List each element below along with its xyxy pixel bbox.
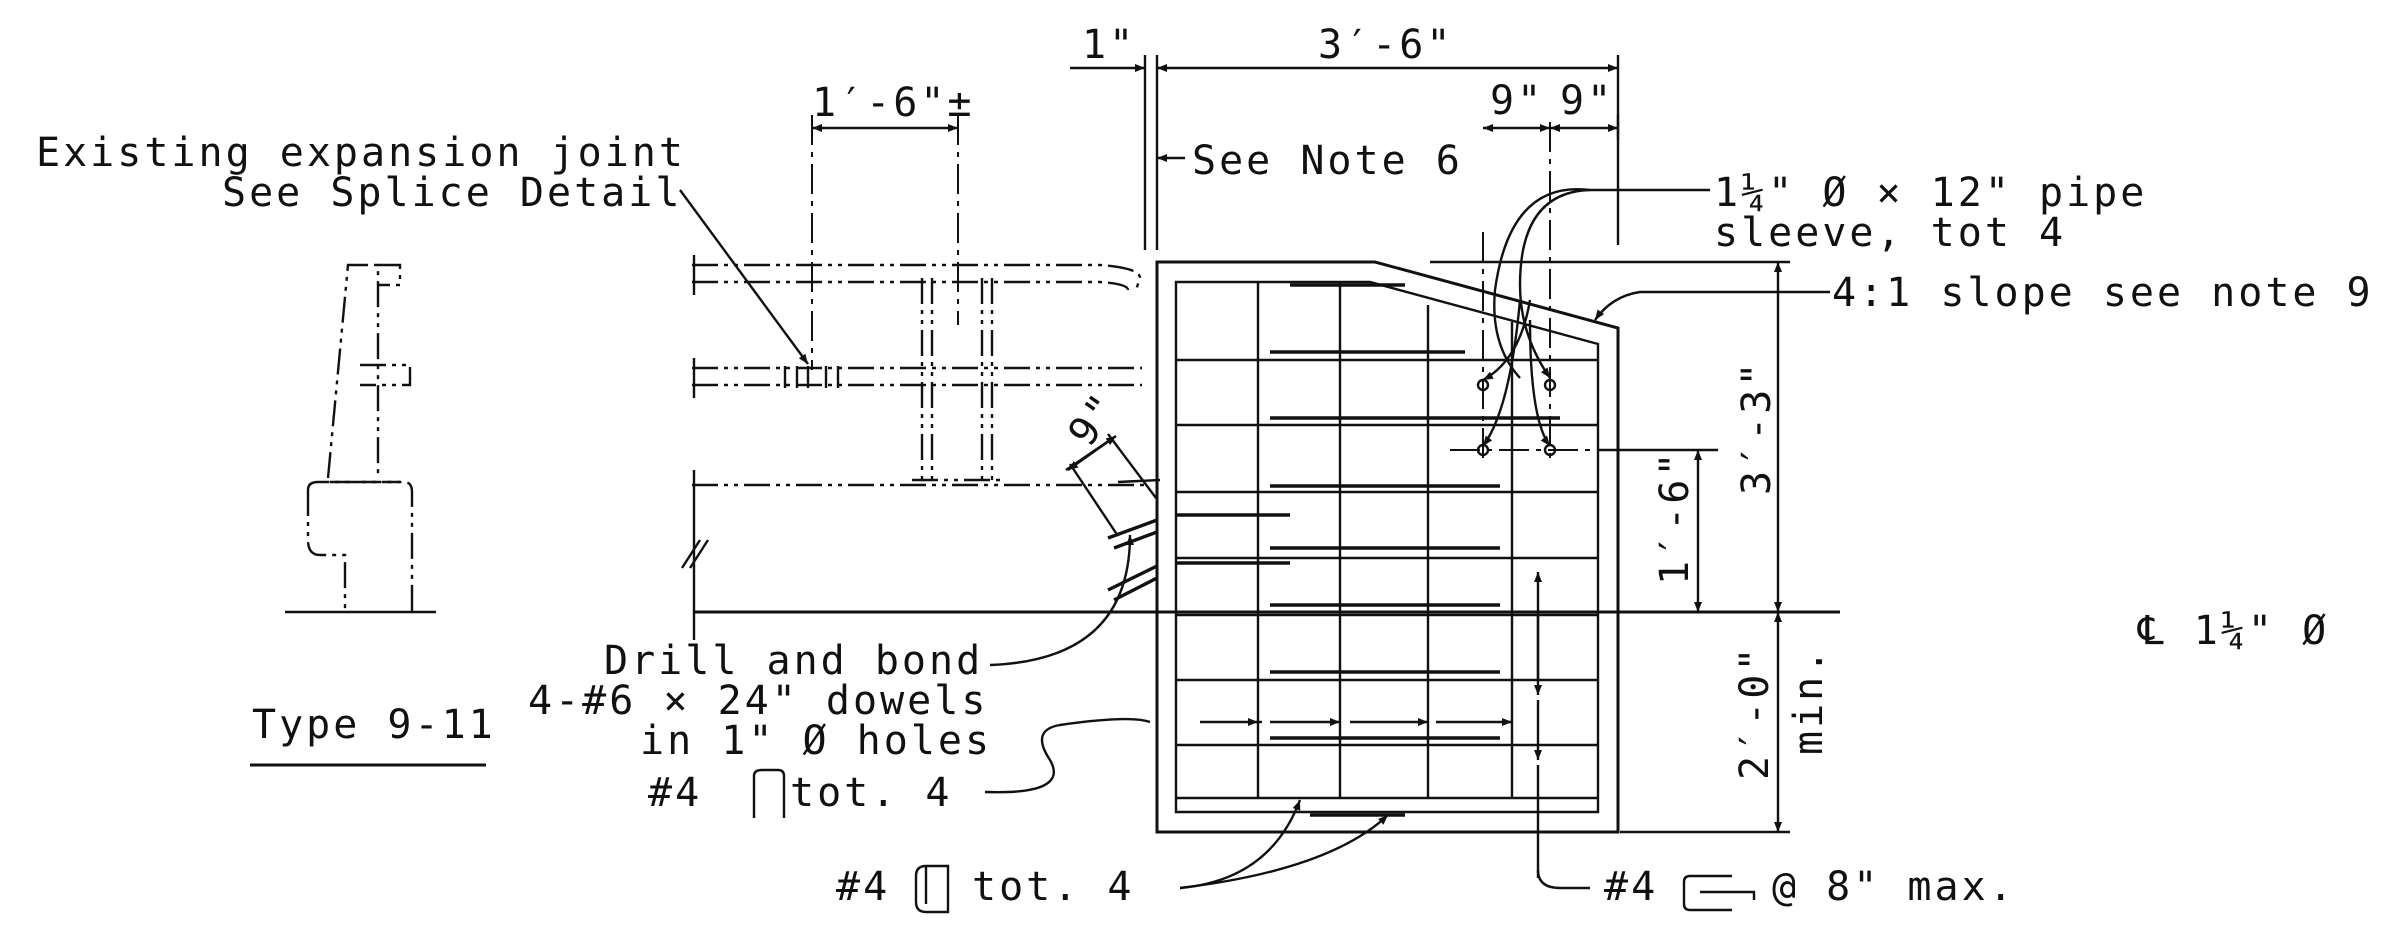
dim-9in-a: 9" (1490, 78, 1544, 124)
stirrup-c-prefix: #4 (1604, 864, 1658, 910)
dim-1in: 1" (1082, 22, 1136, 68)
pipe-sleeve-line1: 1¼" Ø × 12" pipe (1714, 170, 2147, 216)
stirrup-b-suffix: tot. 4 (972, 864, 1135, 910)
dim-2ft0: 2′-0" (1732, 645, 1778, 780)
dim-9in-b: 9" (1560, 78, 1614, 124)
leaders (679, 154, 1830, 890)
pipe-sleeve-line2: sleeve, tot 4 (1714, 210, 2066, 256)
slope-note: 4:1 slope see note 9 (1832, 270, 2374, 316)
drill-bond-line1: Drill and bond (604, 638, 983, 684)
dim-min: min. (1786, 647, 1832, 755)
stirrup-b-prefix: #4 (836, 864, 890, 910)
dim-1ft6-approx: 1′-6"± (812, 80, 975, 126)
stirrup-b-symbol-icon (914, 864, 950, 914)
dim-3ft6: 3′-6" (1318, 22, 1453, 68)
dim-1ft6: 1′-6" (1652, 450, 1698, 585)
drill-bond-line2: 4-#6 × 24" dowels (528, 678, 988, 724)
stirrup-a-symbol-icon (752, 768, 786, 818)
centerline-label: ℄ 1¼" Ø (2137, 608, 2329, 654)
annotations: Existing expansion joint See Splice Deta… (36, 130, 2374, 914)
stirrup-c-suffix: @ 8" max. (1772, 864, 2016, 910)
dim-3ft3: 3′-3" (1734, 360, 1780, 495)
existing-railing (680, 255, 1150, 640)
drill-bond-line3: in 1" Ø holes (640, 718, 992, 764)
stirrup-a-prefix: #4 (648, 770, 702, 816)
type-label: Type 9-11 (252, 702, 496, 748)
type-9-11-elevation: Type 9-11 (250, 263, 496, 767)
see-note-6: See Note 6 (1192, 138, 1463, 184)
dimensions: 1" 3′-6" 1′-6"± 9" 9" 9" 3′-3" 1′-6" 2′-… (811, 22, 1832, 878)
dim-9in-dowel: 9" (1060, 384, 1129, 455)
existing-joint-line1: Existing expansion joint (36, 130, 686, 176)
stirrup-c-symbol-icon (1682, 874, 1756, 912)
stirrup-a-suffix: tot. 4 (790, 770, 953, 816)
existing-joint-line2: See Splice Detail (222, 170, 682, 216)
